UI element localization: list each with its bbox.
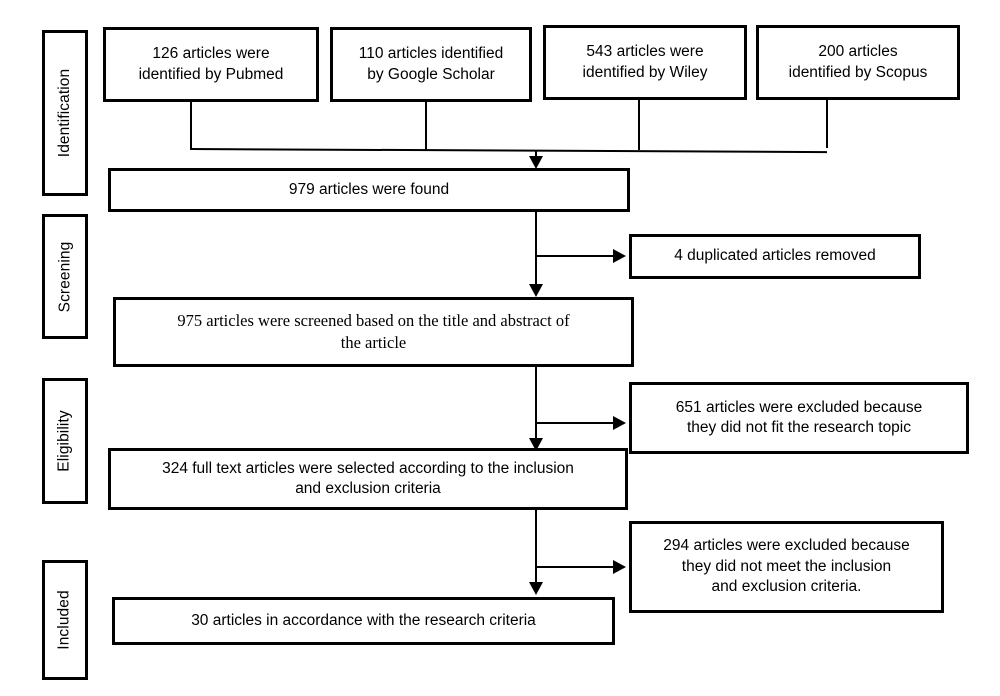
- flow-box-fulltext-selected: 324 full text articles were selected acc…: [108, 448, 628, 510]
- arrowhead-branch-criteria: [613, 560, 626, 574]
- source-scopus-line2: identified by Scopus: [788, 63, 928, 81]
- connector-scopus-stem: [826, 100, 829, 148]
- connector-screened-to-fulltext: [535, 367, 538, 447]
- source-pubmed-line2: identified by Pubmed: [138, 65, 284, 83]
- arrowhead-found-to-screened: [529, 284, 543, 297]
- connector-fulltext-to-included: [535, 510, 538, 590]
- connector-merge-bus: [189, 148, 827, 153]
- flow-box-articles-screened: 975 articles were screened based on the …: [113, 297, 634, 367]
- exclusion-box-offtopic: 651 articles were excluded because they …: [629, 382, 969, 454]
- source-box-pubmed: 126 articles were identified by Pubmed: [103, 27, 319, 102]
- flow-fulltext-line1: 324 full text articles were selected acc…: [162, 459, 574, 477]
- arrowhead-fulltext-to-included: [529, 582, 543, 595]
- stage-label-included-text: Included: [56, 590, 73, 650]
- source-box-google-scholar: 110 articles identified by Google Schola…: [330, 27, 532, 102]
- connector-google-scholar-stem: [425, 102, 428, 150]
- source-box-scopus: 200 articles identified by Scopus: [756, 25, 960, 100]
- arrowhead-screened-to-fulltext: [529, 438, 543, 451]
- connector-wiley-stem: [638, 100, 641, 150]
- connector-found-to-screened: [535, 212, 538, 292]
- source-box-wiley: 543 articles were identified by Wiley: [543, 25, 747, 100]
- connector-pubmed-stem: [190, 102, 193, 150]
- exclusion-criteria-line2: they did not meet the inclusion: [681, 557, 892, 575]
- arrowhead-merge-to-found: [529, 156, 543, 169]
- flow-articles-found-text: 979 articles were found: [288, 180, 450, 198]
- connector-branch-duplicates: [535, 255, 615, 258]
- source-pubmed-line1: 126 articles were: [152, 45, 270, 63]
- flow-articles-screened-line1: 975 articles were screened based on the …: [177, 311, 570, 331]
- source-wiley-line2: identified by Wiley: [582, 63, 708, 81]
- connector-branch-criteria: [535, 566, 615, 569]
- exclusion-offtopic-line1: 651 articles were excluded because: [675, 398, 923, 416]
- source-scopus-line1: 200 articles: [818, 43, 898, 61]
- stage-label-identification-text: Identification: [56, 68, 73, 158]
- exclusion-duplicates-line1: 4 duplicated articles removed: [674, 247, 876, 265]
- exclusion-box-duplicates: 4 duplicated articles removed: [629, 234, 921, 279]
- source-google-scholar-line1: 110 articles identified: [358, 45, 504, 63]
- source-google-scholar-line2: by Google Scholar: [367, 65, 495, 83]
- flow-box-articles-included: 30 articles in accordance with the resea…: [112, 597, 615, 645]
- stage-label-screening-text: Screening: [56, 241, 74, 312]
- flow-articles-included-text: 30 articles in accordance with the resea…: [191, 611, 536, 629]
- stage-label-eligibility: Eligibility: [42, 378, 88, 504]
- stage-label-eligibility-text: Eligibility: [56, 410, 73, 472]
- flow-articles-screened-line2: the article: [340, 333, 407, 352]
- arrowhead-branch-offtopic: [613, 416, 626, 430]
- arrowhead-branch-duplicates: [613, 249, 626, 263]
- flow-box-articles-found: 979 articles were found: [108, 168, 630, 212]
- stage-label-identification: Identification: [42, 30, 88, 196]
- flow-fulltext-line2: and exclusion criteria: [295, 480, 441, 497]
- stage-label-screening: Screening: [42, 214, 88, 339]
- exclusion-offtopic-line2: they did not fit the research topic: [686, 419, 912, 436]
- source-wiley-line1: 543 articles were: [586, 43, 704, 61]
- exclusion-criteria-line1: 294 articles were excluded because: [663, 537, 910, 555]
- exclusion-box-criteria: 294 articles were excluded because they …: [629, 521, 944, 613]
- exclusion-criteria-line3: and exclusion criteria.: [711, 578, 862, 596]
- connector-branch-offtopic: [535, 422, 615, 425]
- stage-label-included: Included: [42, 560, 88, 680]
